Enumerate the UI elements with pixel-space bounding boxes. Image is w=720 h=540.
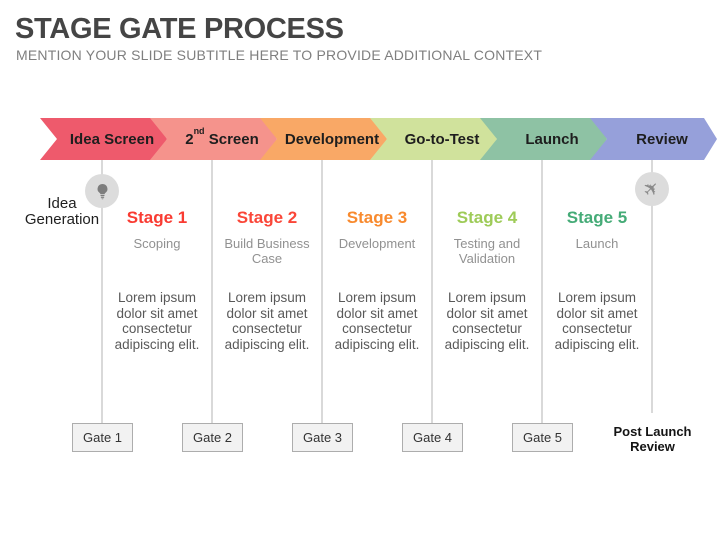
chevron-review: Review	[590, 118, 717, 160]
gate-line-1	[101, 160, 103, 423]
gate-box-4: Gate 4	[402, 423, 463, 452]
chevron-label: Launch	[525, 130, 579, 148]
stage-name: Stage 5	[566, 208, 628, 227]
chevron-label: Review	[636, 130, 688, 148]
stage-column-5: Stage 5 Launch Lorem ipsum dolor sit ame…	[545, 208, 649, 368]
gate-box-1: Gate 1	[72, 423, 133, 452]
stage-subtitle: Build Business Case	[224, 236, 310, 266]
post-launch-review-label: Post Launch Review	[613, 424, 692, 454]
gate-label: Gate 4	[412, 430, 453, 445]
stage-description: Lorem ipsum dolor sit amet consectetur a…	[224, 290, 310, 352]
stage-description: Lorem ipsum dolor sit amet consectetur a…	[554, 290, 640, 352]
gate-box-2: Gate 2	[182, 423, 243, 452]
gate-label: Gate 2	[192, 430, 233, 445]
gate-label: Gate 3	[302, 430, 343, 445]
stage-subtitle: Testing and Validation	[453, 236, 521, 266]
chevron-development: Development	[260, 118, 387, 160]
stage-name: Stage 4	[456, 208, 518, 227]
idea-generation-label: Idea Generation	[24, 195, 100, 228]
airplane-icon: ✈	[635, 172, 669, 206]
gate-line-2	[211, 160, 213, 423]
stage-subtitle: Development	[338, 236, 416, 251]
stage-description: Lorem ipsum dolor sit amet consectetur a…	[334, 290, 420, 352]
stage-column-1: Stage 1 Scoping Lorem ipsum dolor sit am…	[105, 208, 209, 368]
gate-label: Gate 1	[82, 430, 123, 445]
chevron-launch: Launch	[480, 118, 607, 160]
lightbulb-icon	[85, 174, 119, 208]
chevron-go-to-test: Go-to-Test	[370, 118, 497, 160]
chevron-2nd-screen: 2nd Screen	[150, 118, 277, 160]
stage-subtitle: Scoping	[133, 236, 181, 251]
chevron-label: Idea Screen	[69, 130, 155, 148]
gate-box-3: Gate 3	[292, 423, 353, 452]
page-title: STAGE GATE PROCESS	[15, 13, 344, 45]
stage-column-3: Stage 3 Development Lorem ipsum dolor si…	[325, 208, 429, 368]
stage-name: Stage 2	[236, 208, 298, 227]
gate-line-5	[541, 160, 543, 423]
stage-name: Stage 3	[346, 208, 408, 227]
stage-description: Lorem ipsum dolor sit amet consectetur a…	[444, 290, 530, 352]
chevron-label: Development	[284, 130, 380, 148]
stage-description: Lorem ipsum dolor sit amet consectetur a…	[114, 290, 200, 352]
gate-label: Gate 5	[522, 430, 563, 445]
chevron-label: Go-to-Test	[404, 130, 480, 148]
stage-column-2: Stage 2 Build Business Case Lorem ipsum …	[215, 208, 319, 368]
chevron-label: 2nd Screen	[185, 125, 259, 148]
stage-column-4: Stage 4 Testing and Validation Lorem ips…	[435, 208, 539, 368]
stage-name: Stage 1	[126, 208, 188, 227]
gate-line-4	[431, 160, 433, 423]
stage-subtitle: Launch	[575, 236, 619, 251]
gate-box-5: Gate 5	[512, 423, 573, 452]
page-subtitle: MENTION YOUR SLIDE SUBTITLE HERE TO PROV…	[16, 47, 543, 63]
post-launch-line	[651, 160, 653, 413]
gate-line-3	[321, 160, 323, 423]
chevron-idea-screen: Idea Screen	[40, 118, 167, 160]
